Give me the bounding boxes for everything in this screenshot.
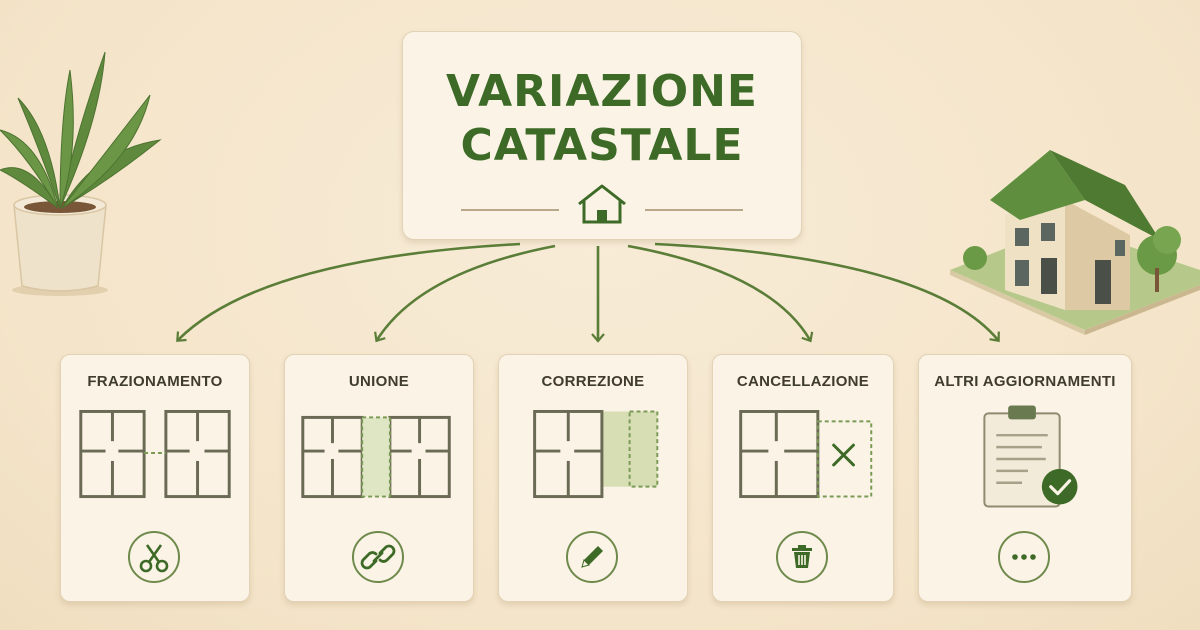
trash-icon[interactable]: [776, 531, 828, 583]
ellipsis-icon[interactable]: [998, 531, 1050, 583]
card-label: CORREZIONE: [541, 373, 645, 390]
clipboard-check-icon: [983, 405, 1078, 508]
floorplan-correction-illustration: [533, 409, 659, 499]
card-correzione[interactable]: CORREZIONE: [498, 354, 688, 602]
floorplan-delete-illustration: [739, 410, 873, 499]
floorplan-split-illustration: [79, 409, 231, 499]
card-unione[interactable]: UNIONE: [284, 354, 474, 602]
card-altri-aggiornamenti[interactable]: ALTRI AGGIORNAMENTI: [918, 354, 1132, 602]
link-icon[interactable]: [352, 531, 404, 583]
pencil-icon[interactable]: [566, 531, 618, 583]
card-label: CANCELLAZIONE: [736, 373, 870, 390]
plant-illustration: [0, 51, 162, 296]
card-label: ALTRI AGGIORNAMENTI: [934, 373, 1116, 390]
card-label: FRAZIONAMENTO: [87, 373, 223, 390]
title-line-1: VARIAZIONE: [446, 66, 758, 117]
title-line-2: CATASTALE: [460, 120, 744, 171]
card-frazionamento[interactable]: FRAZIONAMENTO: [60, 354, 250, 602]
title-card: VARIAZIONE CATASTALE: [402, 31, 802, 240]
card-label: UNIONE: [348, 373, 410, 390]
title-divider: [461, 184, 743, 224]
house-illustration: [950, 150, 1200, 335]
scissors-icon[interactable]: [128, 531, 180, 583]
home-icon: [578, 184, 626, 224]
floorplan-merge-illustration: [301, 415, 451, 499]
card-cancellazione[interactable]: CANCELLAZIONE: [712, 354, 894, 602]
